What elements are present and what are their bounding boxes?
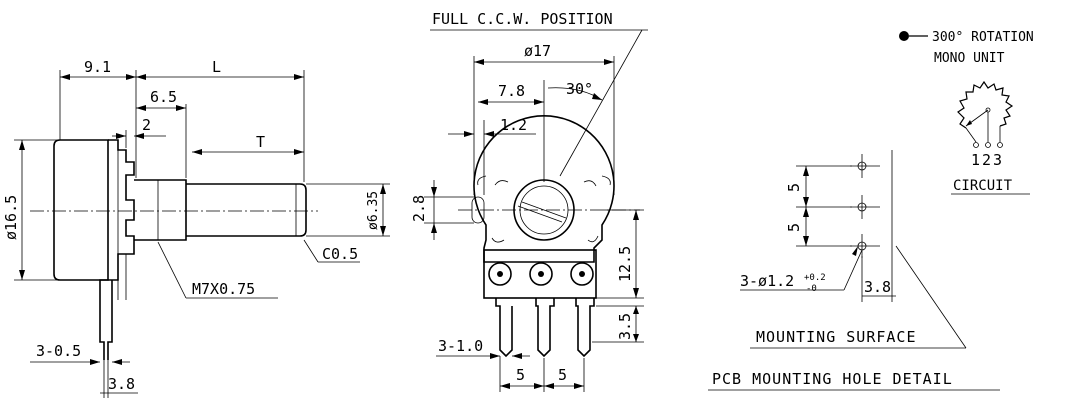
tol-plus: +0.2 xyxy=(804,273,826,283)
thread-label: M7X0.75 xyxy=(192,280,255,298)
dim-3-8: 3.8 xyxy=(864,278,891,296)
chamfer-label: C0.5 xyxy=(322,245,358,263)
pins-label: 123 xyxy=(971,151,1004,169)
dim-5-b: 5 xyxy=(785,223,803,232)
dim-3-5: 3.5 xyxy=(616,313,634,340)
dim-dia-17: ø17 xyxy=(524,42,551,60)
pin-width-label-front: 3-1.0 xyxy=(438,337,483,355)
dim-5-a: 5 xyxy=(785,183,803,192)
circuit-symbol xyxy=(957,80,1014,129)
dim-dia-6-35: ø6.35 xyxy=(366,191,381,230)
circuit-label: CIRCUIT xyxy=(953,178,1013,194)
pin-width-label: 3-0.5 xyxy=(36,342,81,360)
rotation-label: 300° ROTATION xyxy=(932,30,1034,45)
dim-L: L xyxy=(212,58,221,76)
mounting-surface-label: MOUNTING SURFACE xyxy=(756,328,917,346)
dim-1-2: 1.2 xyxy=(500,116,527,134)
angle-30: 30° xyxy=(566,80,593,98)
pitch-1: 5 xyxy=(516,366,525,384)
holes-label: 3-ø1.2 xyxy=(740,272,794,290)
dim-6-5: 6.5 xyxy=(150,88,177,106)
dim-12-5: 12.5 xyxy=(616,246,634,282)
legend: 300° ROTATION MONO UNIT 123 CIRCUIT xyxy=(899,30,1034,195)
dim-7-8: 7.8 xyxy=(498,82,525,100)
pcb-detail: 5 5 3-ø1.2 +0.2 -0 3.8 MOUNTING SURFACE … xyxy=(708,150,1000,391)
side-view: ø16.5 9.1 L 6.5 2 T ø6.35 C0.5 xyxy=(2,58,390,398)
front-view: FULL C.C.W. POSITION xyxy=(410,10,648,392)
dim-9-1: 9.1 xyxy=(84,58,111,76)
front-view-title: FULL C.C.W. POSITION xyxy=(432,10,613,28)
pin-pitch-label: 3.8 xyxy=(108,375,135,393)
dim-T: T xyxy=(256,133,265,151)
unit-label: MONO UNIT xyxy=(934,51,1005,66)
dim-2: 2 xyxy=(142,116,151,134)
tol-minus: -0 xyxy=(806,284,817,294)
pitch-2: 5 xyxy=(558,366,567,384)
pcb-detail-title: PCB MOUNTING HOLE DETAIL xyxy=(712,370,953,388)
dim-2-8: 2.8 xyxy=(410,195,428,222)
dim-dia-16-5: ø16.5 xyxy=(2,195,20,240)
